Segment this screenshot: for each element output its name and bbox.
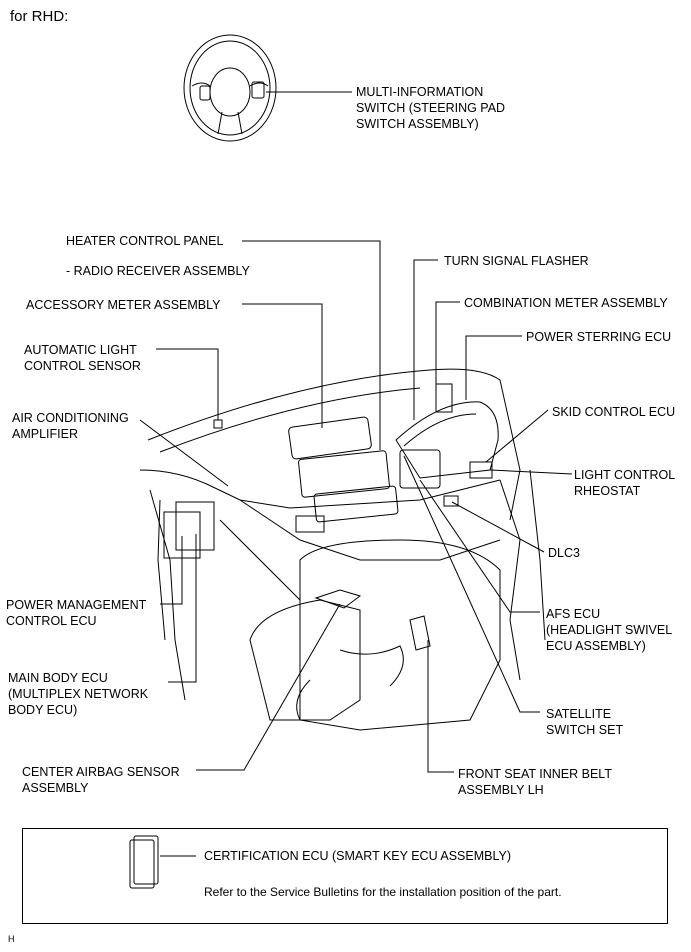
label-radio-receiver: - RADIO RECEIVER ASSEMBLY <box>66 264 250 278</box>
dashboard-drawing <box>139 368 546 701</box>
note-refer-text: Refer to the Service Bulletins for the i… <box>204 885 562 899</box>
label-power-management-ecu: POWER MANAGEMENT CONTROL ECU <box>6 598 147 628</box>
label-center-airbag-sensor: CENTER AIRBAG SENSOR ASSEMBLY <box>22 765 180 795</box>
note-box <box>22 828 668 924</box>
steering-wheel-drawing <box>183 34 277 142</box>
label-multi-information-switch: MULTI-INFORMATION SWITCH (STEERING PAD S… <box>356 85 506 131</box>
leader-lines <box>139 91 573 773</box>
label-heater-control-panel: HEATER CONTROL PANEL <box>66 234 224 248</box>
seat-drawing <box>249 539 501 731</box>
label-automatic-light-sensor: AUTOMATIC LIGHT CONTROL SENSOR <box>24 343 141 373</box>
label-certification-ecu: CERTIFICATION ECU (SMART KEY ECU ASSEMBL… <box>204 849 512 863</box>
label-satellite-switch: SATELLITE SWITCH SET <box>546 707 624 737</box>
label-afs-ecu: AFS ECU (HEADLIGHT SWIVEL ECU ASSEMBLY) <box>546 607 673 653</box>
page-header: for RHD: <box>10 8 69 25</box>
label-light-control-rheostat: LIGHT CONTROL RHEOSTAT <box>574 468 676 498</box>
certification-ecu-icon <box>129 835 196 889</box>
label-accessory-meter: ACCESSORY METER ASSEMBLY <box>26 298 221 312</box>
label-skid-control-ecu: SKID CONTROL ECU <box>552 405 676 419</box>
label-turn-signal-flasher: TURN SIGNAL FLASHER <box>444 254 589 268</box>
label-combination-meter: COMBINATION METER ASSEMBLY <box>464 296 668 310</box>
footer-code: H <box>8 934 15 944</box>
label-dlc3: DLC3 <box>548 546 580 560</box>
label-main-body-ecu: MAIN BODY ECU (MULTIPLEX NETWORK BODY EC… <box>8 671 149 717</box>
label-front-seat-inner-belt: FRONT SEAT INNER BELT ASSEMBLY LH <box>458 767 612 797</box>
label-power-steering-ecu: POWER STERRING ECU <box>526 330 672 344</box>
label-ac-amplifier: AIR CONDITIONING AMPLIFIER <box>12 411 129 441</box>
instrument-cluster-drawing <box>163 383 499 559</box>
